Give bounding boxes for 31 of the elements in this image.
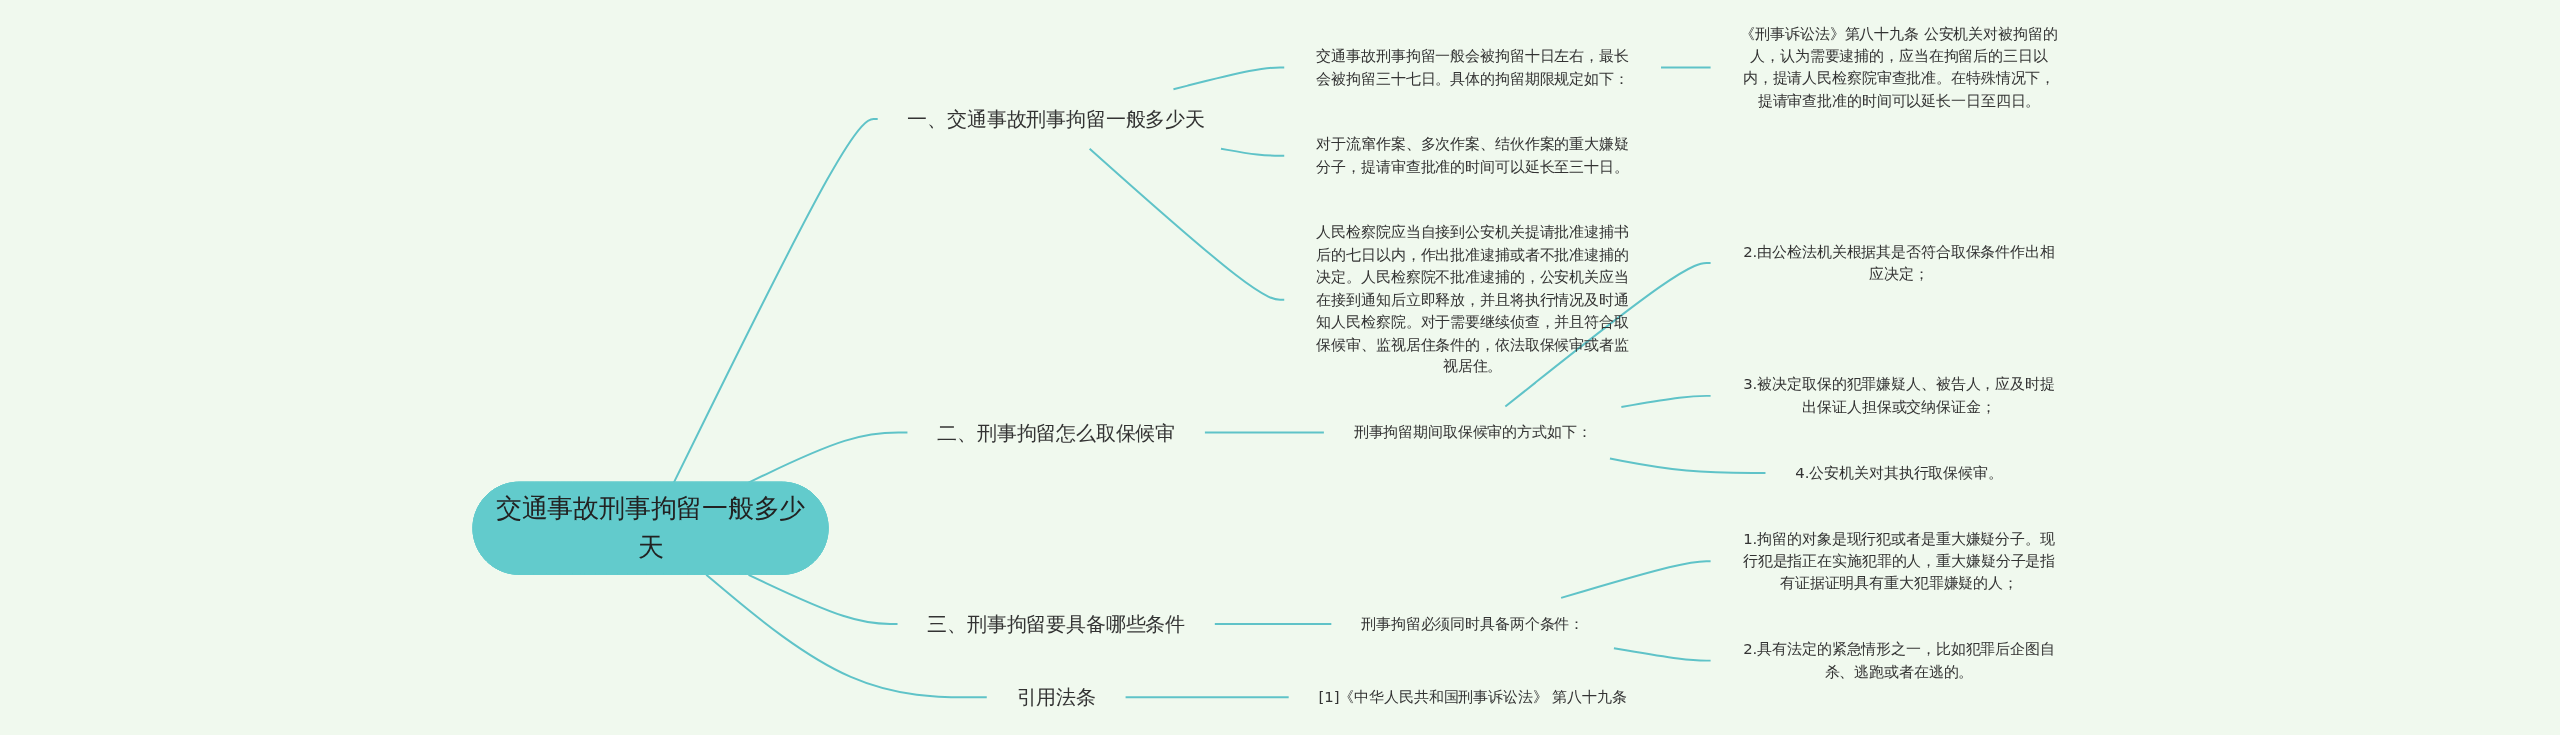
node-text: [1]《中华人民共和国刑事诉讼法》 第八十九条 — [1318, 688, 1627, 706]
connector — [1559, 560, 1712, 599]
connector — [1608, 457, 1767, 474]
node-text: 三、刑事拘留要具备哪些条件 — [927, 612, 1185, 636]
connector — [1203, 431, 1325, 434]
connector — [1124, 696, 1290, 699]
connector — [1620, 394, 1712, 408]
connector — [1172, 66, 1286, 91]
node-text: 刑事拘留必须同时具备两个条件： — [1360, 614, 1584, 633]
connector — [1659, 66, 1712, 69]
node-text: 1.拘留的对象是现行犯或者是重大嫌疑分子。现行犯是指正在实施犯罪的人，重大嫌疑分子是指有证据证明具有重大犯罪嫌疑的人； — [1742, 529, 2055, 593]
node-text: 交通事故刑事拘留一般会被拘留十日左右，最长会被拘留三十七日。具体的拘留期限规定如下： — [1316, 47, 1629, 88]
connector — [1612, 647, 1712, 662]
node-text: 一、交通事故刑事拘留一般多少天 — [907, 107, 1205, 131]
connector — [705, 573, 988, 699]
connector — [1088, 147, 1286, 301]
node-text: 2.由公检法机关根据其是否符合取保条件作出相应决定； — [1742, 242, 2055, 283]
node-text: 《刑事诉讼法》第八十九条 公安机关对被拘留的人，认为需要逮捕的，应当在拘留后的三日以内，提请人民检察院审查批准。在特殊情况下，提请审查批准的时间可以延长一日至四日。 — [1740, 24, 2058, 110]
connector — [747, 573, 899, 625]
connector — [672, 118, 879, 484]
node-text: 引用法条 — [1016, 685, 1096, 710]
node-text: 人民检察院应当自接到公安机关提请批准逮捕书后的七日以内，作出批准逮捕或者不批准逮捕的决定。人民检察院不批准逮捕的，公安机关应当在接到通知后立即释放，并且将执行情况及时通知人民检察院。对于需要继续侦查，并且符合取保候审、监视居住条件的，依法取保候审或者监视居住。 — [1316, 223, 1629, 376]
node-text: 二、刑事拘留怎么取保候审 — [937, 420, 1175, 445]
node-text: 刑事拘留期间取保候审的方式如下： — [1353, 423, 1592, 442]
connector — [1219, 147, 1286, 157]
connector — [1213, 622, 1333, 625]
node-text: 4.公安机关对其执行取保候审。 — [1795, 463, 2003, 482]
node-text: 3.被决定取保的犯罪嫌疑人、被告人，应及时提出保证人担保或交纳保证金； — [1742, 375, 2055, 416]
node-text: 对于流窜作案、多次作案、结伙作案的重大嫌疑分子，提请审查批准的时间可以延长至三十日。 — [1316, 135, 1629, 176]
node-text: 2.具有法定的紧急情形之一，比如犯罪后企图自杀、逃跑或者在逃的。 — [1742, 640, 2055, 681]
connector — [1504, 262, 1712, 408]
